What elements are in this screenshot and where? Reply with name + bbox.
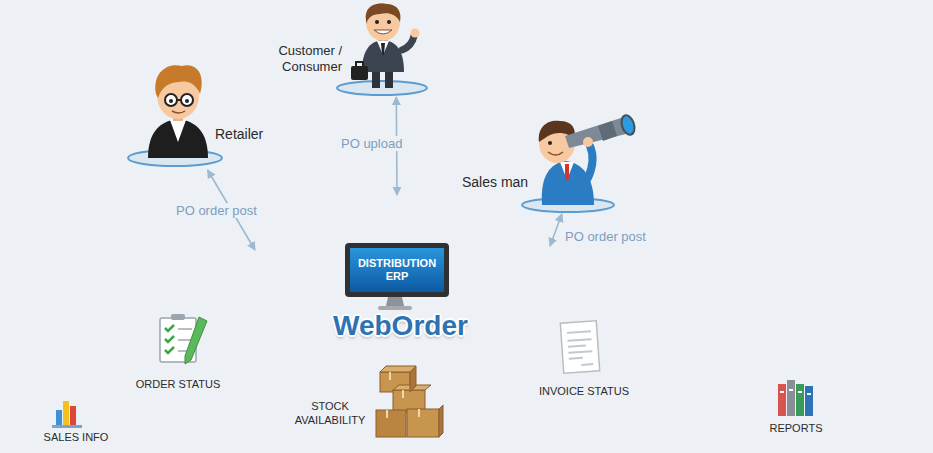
reports-icon-part bbox=[778, 384, 786, 416]
monitor-stand bbox=[378, 297, 412, 310]
monitor-stand-part bbox=[378, 306, 412, 310]
retailer-figure bbox=[128, 65, 222, 166]
customer-figure-part bbox=[374, 30, 392, 34]
customer-figure-part bbox=[366, 4, 401, 24]
customer-figure-part bbox=[356, 62, 363, 66]
customer-figure-part bbox=[337, 81, 427, 95]
stock-boxes-icon-part bbox=[376, 410, 406, 437]
salesman-figure-part bbox=[598, 121, 617, 141]
order-status-icon-part bbox=[185, 317, 207, 364]
retailer-figure-part bbox=[170, 120, 186, 142]
icon-label: REPORTS bbox=[756, 421, 836, 435]
icon-label: SALES INFO bbox=[36, 430, 116, 444]
stock-boxes-icon-part bbox=[387, 372, 419, 418]
order-status-icon-part bbox=[171, 314, 185, 320]
customer-figure-part bbox=[377, 41, 389, 55]
invoice-icon-part bbox=[560, 321, 599, 373]
screen-text: DISTRIBUTION ERP bbox=[350, 248, 444, 292]
sales-info-icon-part bbox=[52, 425, 82, 428]
edge-label: PO upload bbox=[338, 136, 405, 151]
sales-info-icon-part bbox=[70, 406, 76, 425]
node-label: Customer / Consumer bbox=[266, 43, 342, 74]
sales-info-icon-part bbox=[56, 410, 62, 425]
sales-info-icon bbox=[52, 401, 82, 428]
customer-figure-part bbox=[402, 36, 414, 50]
stock-boxes-icon bbox=[376, 366, 443, 437]
node-label: Retailer bbox=[215, 126, 263, 142]
reports-icon bbox=[778, 380, 813, 416]
stock-boxes-icon-part bbox=[410, 366, 443, 437]
cloud-shape bbox=[0, 198, 933, 453]
salesman-figure-part bbox=[542, 161, 594, 205]
customer-figure-part bbox=[381, 43, 385, 56]
customer-figure-part bbox=[362, 40, 404, 72]
brand-title: WebOrder bbox=[333, 310, 468, 342]
connector-arrow bbox=[550, 214, 562, 246]
weborder-cloud: WebOrder DISTRIBUTION ERP bbox=[0, 190, 933, 453]
edge-label: PO order post bbox=[562, 229, 649, 244]
node-label: Sales man bbox=[462, 174, 528, 190]
icon-label: INVOICE STATUS bbox=[530, 384, 638, 398]
retailer-figure-part bbox=[155, 65, 201, 98]
invoice-icon-part bbox=[567, 331, 593, 366]
customer-node: Customer / Consumer bbox=[262, 0, 432, 97]
retailer-figure-part bbox=[169, 99, 173, 103]
salesman-node: Sales man bbox=[458, 112, 638, 214]
icon-label: ORDER STATUS bbox=[126, 377, 230, 391]
icon-label: STOCK AVAILABILITY bbox=[288, 399, 372, 427]
retailer-figure-part bbox=[172, 111, 185, 113]
retailer-figure-part bbox=[177, 99, 181, 101]
invoice-icon bbox=[560, 321, 599, 373]
salesman-figure bbox=[522, 114, 637, 212]
order-status-icon-part bbox=[165, 325, 174, 353]
salesman-figure-part bbox=[560, 162, 574, 180]
customer-figure bbox=[337, 3, 427, 95]
stock-boxes-icon-part bbox=[380, 366, 431, 390]
customer-figure-part bbox=[411, 29, 420, 38]
salesman-figure-part bbox=[619, 114, 637, 137]
reports-icon-part bbox=[780, 390, 811, 394]
cloud-lobe-line bbox=[232, 290, 804, 410]
order-status-icon bbox=[160, 314, 207, 364]
customer-figure-part bbox=[375, 20, 379, 24]
reports-icon-part bbox=[805, 386, 813, 416]
retailer-figure-part bbox=[148, 119, 208, 158]
retailer-figure-part bbox=[185, 99, 189, 103]
salesman-figure-part bbox=[565, 164, 569, 181]
reports-icon-part bbox=[796, 384, 804, 416]
retailer-node: Retailer bbox=[125, 68, 270, 170]
customer-figure-part bbox=[387, 20, 391, 24]
stock-boxes-icon-part bbox=[407, 409, 439, 437]
salesman-figure-part bbox=[548, 152, 563, 155]
erp-monitor: DISTRIBUTION ERP bbox=[345, 243, 449, 297]
salesman-figure-part bbox=[565, 117, 630, 148]
reports-icon-part bbox=[787, 380, 795, 416]
retailer-figure-part bbox=[181, 94, 193, 106]
retailer-figure-part bbox=[165, 94, 177, 106]
salesman-figure-part bbox=[583, 137, 593, 147]
salesman-figure-part bbox=[588, 146, 593, 178]
sales-info-icon-part bbox=[63, 401, 69, 425]
customer-figure-part bbox=[351, 66, 368, 80]
monitor-stand-part bbox=[386, 297, 404, 306]
edge-label: PO order post bbox=[173, 203, 260, 218]
customer-figure-part bbox=[366, 3, 400, 41]
salesman-figure-part bbox=[548, 141, 552, 145]
